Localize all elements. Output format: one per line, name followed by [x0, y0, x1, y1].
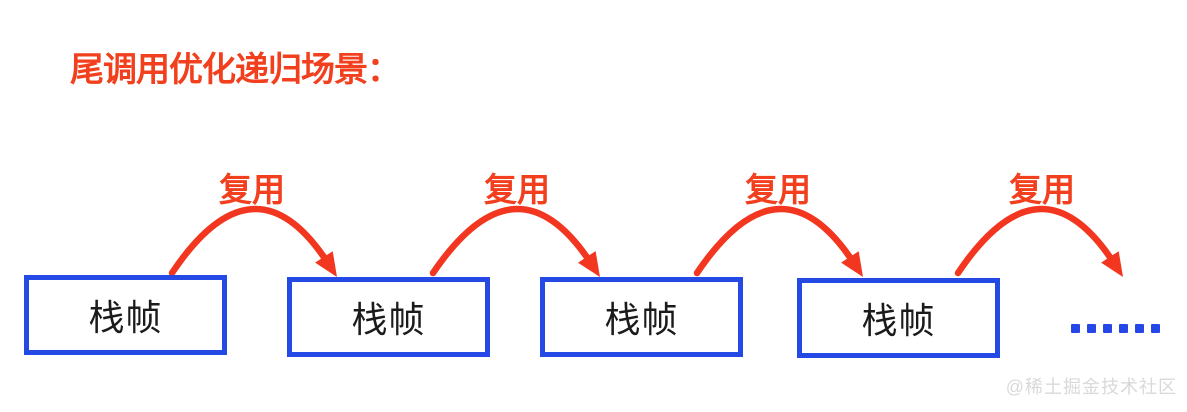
ellipsis-dot: [1135, 324, 1144, 333]
reuse-arrow-3: [693, 205, 863, 277]
ellipsis-dot: [1103, 324, 1112, 333]
ellipsis-dot: [1151, 324, 1160, 333]
stack-frame-box-3: 栈帧: [540, 277, 743, 357]
reuse-label-4: 复用: [1009, 171, 1075, 208]
diagram-title: 尾调用优化递归场景：: [70, 51, 401, 89]
stack-frame-box-4: 栈帧: [797, 278, 1000, 358]
ellipsis-dot: [1071, 324, 1080, 333]
ellipsis-dot: [1087, 324, 1096, 333]
reuse-arrow-4: [954, 205, 1123, 277]
watermark: @稀土掘金技术社区: [1005, 377, 1177, 397]
stack-frame-label: 栈帧: [351, 299, 426, 340]
stack-frame-label: 栈帧: [88, 297, 163, 338]
stack-frame-box-1: 栈帧: [24, 275, 227, 355]
reuse-label-3: 复用: [745, 171, 811, 208]
reuse-label-2: 复用: [484, 171, 550, 208]
stack-frame-label: 栈帧: [604, 299, 679, 340]
reuse-arrow-1: [168, 205, 337, 277]
ellipsis-dot: [1119, 324, 1128, 333]
reuse-arrow-2: [429, 205, 600, 277]
stack-frame-label: 栈帧: [861, 300, 936, 341]
reuse-label-1: 复用: [219, 171, 285, 208]
stack-frame-box-2: 栈帧: [287, 277, 490, 357]
ellipsis-dots: [1071, 324, 1160, 333]
